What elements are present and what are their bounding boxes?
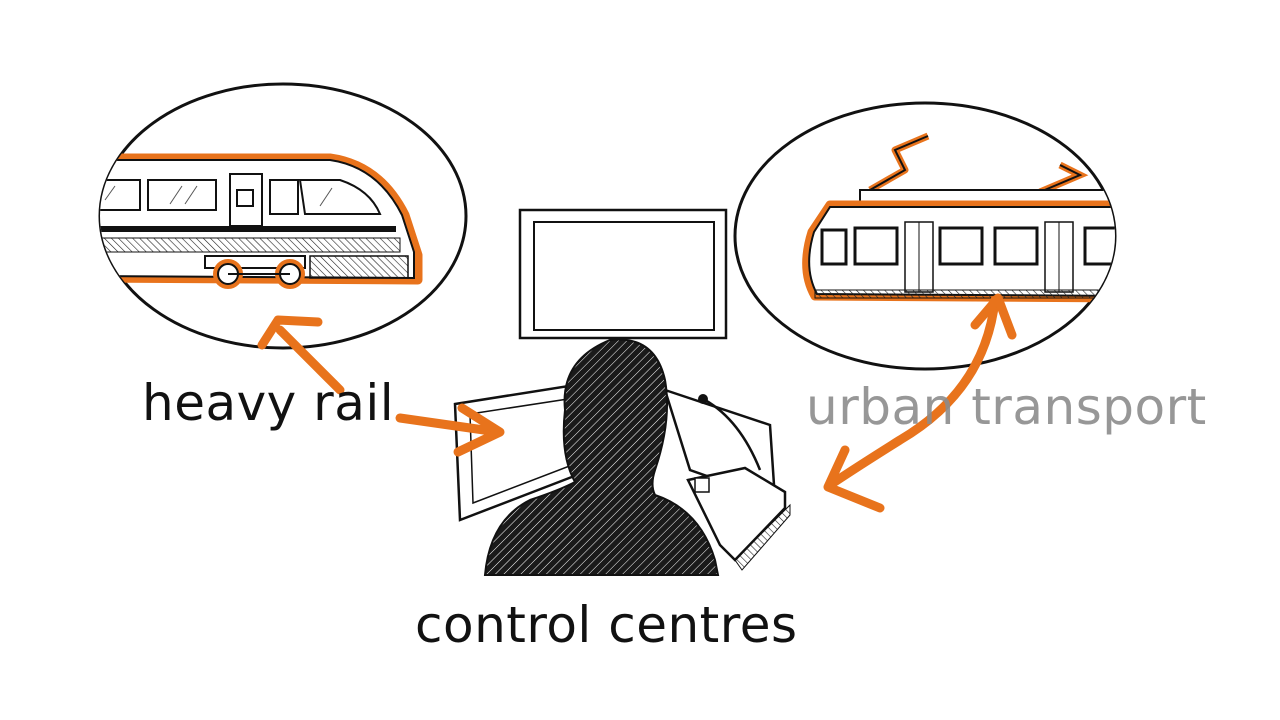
heavy-rail-train-icon <box>100 153 423 289</box>
console-desk <box>453 383 791 571</box>
control-monitor <box>518 208 728 340</box>
tram-icon <box>802 132 1115 303</box>
control-centres-label: control centres <box>415 596 798 654</box>
operator-at-console-icon <box>483 338 720 576</box>
urban-transport-label: urban transport <box>806 378 1207 436</box>
urban-transport-bubble <box>733 101 1117 371</box>
heavy-rail-bubble <box>98 82 468 350</box>
heavy-rail-label: heavy rail <box>142 374 395 432</box>
heavy-rail-connector-arrow <box>257 315 505 457</box>
urban-transport-connector-arrow <box>823 293 1017 513</box>
